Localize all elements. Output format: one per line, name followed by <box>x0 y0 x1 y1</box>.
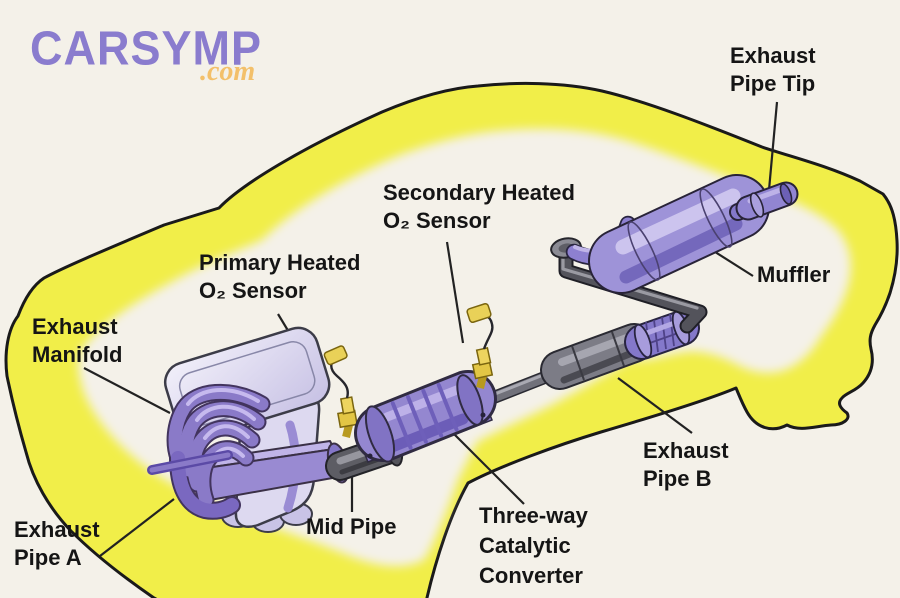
label-exhaust-manifold: Exhaust Manifold <box>32 314 123 367</box>
secondary-o2-sensor-graphic <box>466 302 494 389</box>
exhaust-manifold-graphic <box>147 383 271 520</box>
leader-exhaust-manifold <box>83 367 171 414</box>
leader-secondary-o2 <box>445 241 465 344</box>
label-mid-pipe: Mid Pipe <box>306 514 397 539</box>
label-three-way-catalytic-converter: Three-way Catalytic Converter <box>479 503 588 588</box>
site-logo: CARSYMP .com <box>30 20 310 95</box>
logo-tld-text: .com <box>200 56 256 87</box>
muffler-graphic <box>588 174 770 294</box>
exhaust-pipe-tip-graphic <box>729 181 799 221</box>
label-exhaust-pipe-a: Exhaust Pipe A <box>14 517 100 570</box>
leader-muffler <box>711 249 754 277</box>
label-secondary-o2-sensor: Secondary Heated O₂ Sensor <box>383 180 575 233</box>
flex-coupling-graphic <box>624 310 700 360</box>
catalytic-converter-graphic <box>354 370 497 463</box>
label-primary-o2-sensor: Primary Heated O₂ Sensor <box>199 250 361 303</box>
leader-exhaust-pipe-b <box>617 377 693 434</box>
logo-brand-text: CARSYMP <box>30 20 263 76</box>
primary-o2-sensor-graphic <box>323 345 358 438</box>
label-exhaust-pipe-tip: Exhaust Pipe Tip <box>730 43 816 96</box>
leader-exhaust-pipe-tip <box>767 101 779 191</box>
leader-exhaust-pipe-a <box>99 498 175 557</box>
label-exhaust-pipe-b: Exhaust Pipe B <box>643 438 729 491</box>
label-muffler: Muffler <box>757 262 831 287</box>
leader-three-way <box>451 431 525 505</box>
